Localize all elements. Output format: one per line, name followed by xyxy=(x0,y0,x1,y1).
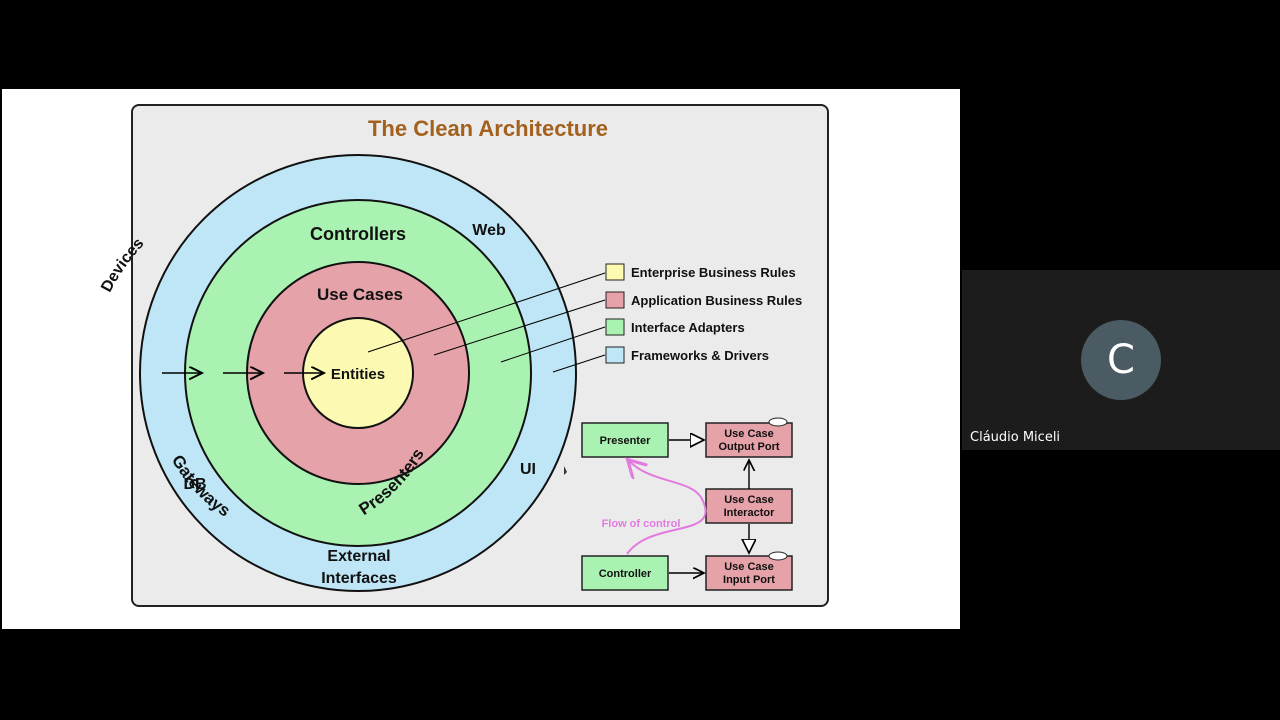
interactor-box xyxy=(705,488,793,524)
ring-label-usecases: Use Cases xyxy=(317,285,403,304)
output-port-label-1: Use Case xyxy=(724,428,774,440)
flow-diagram: Presenter Use Case Output Port Use Case … xyxy=(581,417,793,591)
legend-swatch-enterprise xyxy=(605,263,625,281)
interactor-label-1: Use Case xyxy=(724,494,774,506)
legend-leader-line xyxy=(500,326,606,363)
legend-leader-line xyxy=(433,299,606,356)
interface-lollipop-icon xyxy=(768,417,788,427)
legend-label-adapters: Interface Adapters xyxy=(631,320,745,335)
controller-label: Controller xyxy=(599,568,652,580)
diagram-title: The Clean Architecture xyxy=(368,116,608,141)
flow-of-control-label: Flow of control xyxy=(602,518,681,530)
input-port-label-2: Input Port xyxy=(723,574,775,586)
output-port-label-2: Output Port xyxy=(718,441,779,453)
ring-label-controllers: Controllers xyxy=(310,224,406,244)
legend-label-enterprise: Enterprise Business Rules xyxy=(631,265,796,280)
input-port-box xyxy=(705,555,793,591)
ring-label-ui: UI xyxy=(520,461,536,478)
controller-box xyxy=(581,555,669,591)
ring-label-web: Web xyxy=(472,222,506,239)
legend: Enterprise Business Rules Application Bu… xyxy=(605,263,802,364)
ring-label-entities: Entities xyxy=(331,366,385,383)
input-port-label-1: Use Case xyxy=(724,561,774,573)
output-port-box xyxy=(705,422,793,458)
ring-label-interfaces: Interfaces xyxy=(321,570,397,587)
interactor-label-2: Interactor xyxy=(724,507,775,519)
interface-lollipop-icon xyxy=(768,551,788,561)
video-stage: The Clean Architecture Devices Web DB UI… xyxy=(2,89,960,629)
avatar: C xyxy=(1081,320,1161,400)
ring-label-db: DB xyxy=(183,476,206,493)
ring-label-external: External xyxy=(327,548,390,565)
shared-slide: The Clean Architecture Devices Web DB UI… xyxy=(2,89,960,629)
presenter-label: Presenter xyxy=(600,435,651,447)
legend-swatch-frameworks xyxy=(605,346,625,364)
legend-label-frameworks: Frameworks & Drivers xyxy=(631,348,769,363)
legend-leader-line xyxy=(367,272,606,353)
participant-tile[interactable]: C Cláudio Miceli xyxy=(962,270,1280,450)
clean-architecture-diagram: The Clean Architecture Devices Web DB UI… xyxy=(98,104,829,607)
legend-swatch-application xyxy=(605,291,625,309)
flow-of-control-arrow xyxy=(627,461,707,555)
legend-leader-line xyxy=(552,354,606,373)
legend-swatch-adapters xyxy=(605,318,625,336)
participant-name: Cláudio Miceli xyxy=(970,430,1061,445)
legend-label-application: Application Business Rules xyxy=(631,293,802,308)
mouse-cursor-icon xyxy=(564,466,569,476)
presenter-box xyxy=(581,422,669,458)
